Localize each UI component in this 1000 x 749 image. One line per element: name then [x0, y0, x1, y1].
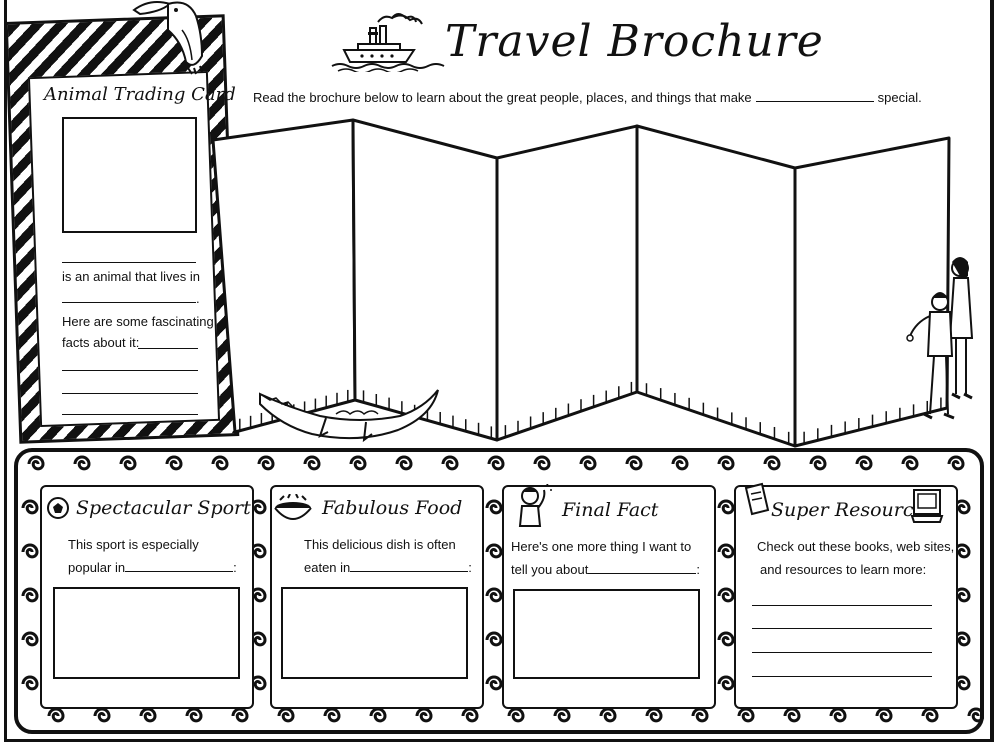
animal-name-line[interactable]: [62, 262, 196, 263]
sport-line-2: popular in:: [68, 559, 237, 575]
soccer-ball-icon: [47, 497, 69, 519]
resources-line-1: Check out these books, web sites,: [757, 539, 955, 554]
resources-heading: Super Resources: [771, 499, 935, 521]
food-heading: Fabulous Food: [322, 497, 463, 519]
final-fact-line-2: tell you about:: [511, 561, 700, 577]
intro-text: Read the brochure below to learn about t…: [253, 90, 752, 105]
toucan-illustration: [132, 1, 204, 75]
facts-text-1: Here are some fascinating: [62, 314, 214, 329]
final-fact-heading: Final Fact: [562, 499, 659, 521]
resources-line-d[interactable]: [752, 676, 932, 677]
book-icon: [744, 482, 770, 516]
habitat-period: .: [196, 291, 200, 306]
food-line-1: This delicious dish is often: [304, 537, 456, 552]
thinking-person-icon: [518, 484, 552, 527]
animal-card-title: Animal Trading Card: [44, 84, 236, 105]
facts-line-1[interactable]: [62, 370, 198, 371]
resources-line-a[interactable]: [752, 605, 932, 606]
food-line-2: eaten in:: [304, 559, 472, 575]
food-answer-box[interactable]: [281, 587, 468, 679]
facts-line-3[interactable]: [62, 414, 198, 415]
intro-sentence: Read the brochure below to learn about t…: [253, 90, 922, 105]
animal-lives-text: is an animal that lives in: [62, 269, 201, 284]
brochure-panel-3: [495, 124, 639, 442]
final-fact-blank[interactable]: [588, 561, 697, 574]
sport-line-2-text: popular in: [68, 560, 126, 575]
sport-answer-box[interactable]: [53, 587, 240, 679]
resources-line-2: and resources to learn more:: [760, 562, 927, 577]
facts-blank-line[interactable]: [138, 348, 198, 349]
place-blank[interactable]: [755, 90, 874, 102]
sport-place-blank[interactable]: [125, 559, 234, 572]
animal-habitat-line[interactable]: [62, 302, 196, 303]
children-illustration: [906, 257, 974, 420]
facts-text-2: facts about it:: [62, 335, 140, 350]
food-bowl-icon: [274, 494, 312, 520]
sport-heading: Spectacular Sport: [76, 497, 251, 519]
brochure-foldout[interactable]: [205, 110, 965, 455]
resources-line-b[interactable]: [752, 628, 932, 629]
animal-picture-box[interactable]: [62, 117, 197, 233]
food-line-2-text: eaten in: [304, 560, 351, 575]
final-fact-line-2-text: tell you about: [511, 562, 589, 577]
alligator-illustration: [259, 389, 439, 443]
intro-end-text: special.: [877, 90, 922, 105]
food-box: [270, 485, 484, 709]
sport-box: [40, 485, 254, 709]
computer-icon: [910, 489, 944, 523]
page-title: Travel Brochure: [445, 16, 824, 67]
final-fact-line-1: Here's one more thing I want to: [511, 539, 692, 554]
worksheet-frame: [4, 0, 994, 742]
facts-line-2[interactable]: [62, 393, 198, 394]
sport-line-1: This sport is especially: [68, 537, 199, 552]
steamship-icon: [331, 13, 445, 72]
final-fact-answer-box[interactable]: [513, 589, 700, 679]
food-place-blank[interactable]: [350, 559, 469, 572]
resources-line-c[interactable]: [752, 652, 932, 653]
